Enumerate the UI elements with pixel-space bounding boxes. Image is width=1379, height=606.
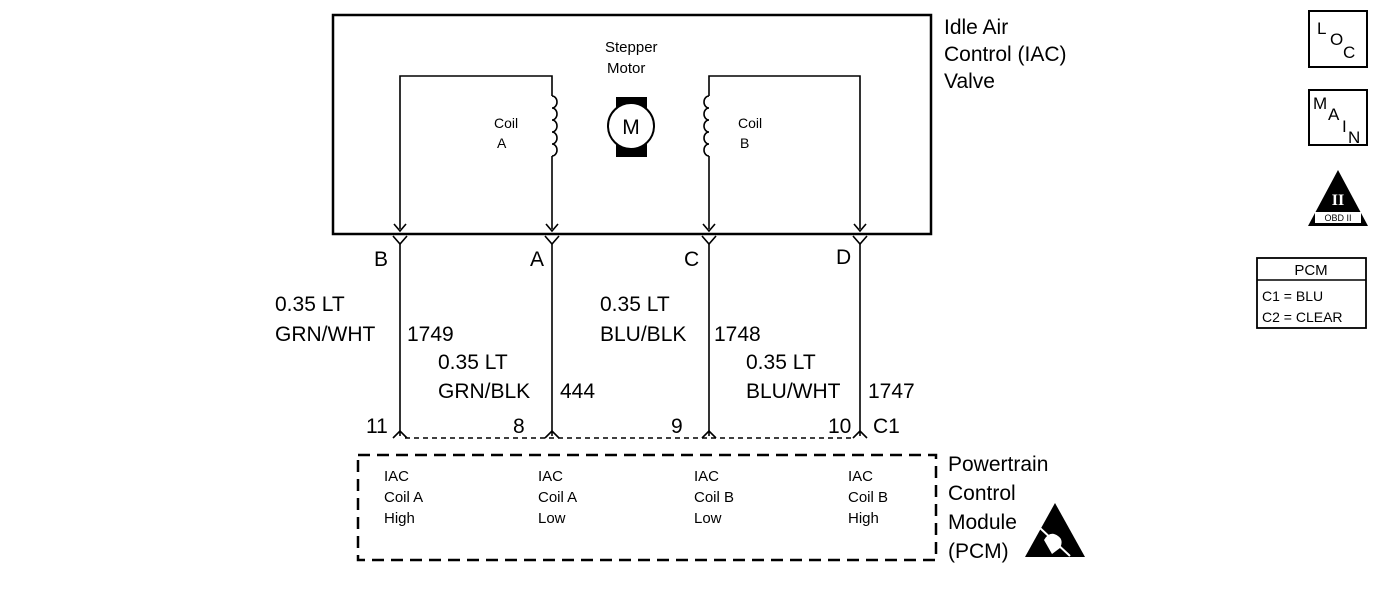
main-letter-i: I [1342,117,1347,136]
obd-ii-triangle-icon[interactable]: II OBD II [1308,170,1368,226]
iac-title-line1: Idle Air [944,16,1008,39]
esd-warning-icon [1025,503,1085,557]
main-button[interactable]: M A I N [1308,89,1368,147]
obd-text: OBD II [1324,213,1351,223]
pcm-title-line4: (PCM) [948,540,1009,563]
loc-letter-l: L [1317,19,1326,38]
pcm-title-line1: Powertrain [948,453,1048,476]
wire-444-size: 0.35 LT [438,351,508,374]
motor-label-line1: Stepper [605,39,658,56]
coil-a-label-line2: A [497,135,507,151]
pcm-term4-line3: High [848,510,879,527]
coil-b-label-line1: Coil [738,115,762,131]
main-letter-n: N [1348,128,1360,147]
loc-letter-c: C [1343,43,1355,62]
cavity-8: 8 [513,415,525,438]
cavity-11: 11 [366,415,388,438]
pcm-term1-line1: IAC [384,468,409,485]
motor-label-line2: Motor [607,60,645,77]
pcm-term2-line1: IAC [538,468,563,485]
iac-valve-box [331,13,933,236]
pcm-title-line2: Control [948,482,1016,505]
wire-1747-circuit: 1747 [868,380,915,403]
harness-wires [399,244,861,436]
pcm-term1-line3: High [384,510,415,527]
pin-arrowheads [393,223,867,233]
pcm-connector-table: PCM C1 = BLU C2 = CLEAR [1256,257,1367,329]
wire-1748-circuit: 1748 [714,323,761,346]
iac-title-line2: Control (IAC) [944,43,1067,66]
cavity-10: 10 [828,415,851,438]
pin-letter-c: C [684,248,699,271]
pcm-title-line3: Module [948,511,1017,534]
motor-symbol: M [622,116,640,139]
loc-letter-o: O [1330,30,1343,49]
pcm-term4-line1: IAC [848,468,873,485]
coil-a-circuit [399,75,558,229]
wire-444-circuit: 444 [560,380,595,403]
wire-1749-size: 0.35 LT [275,293,345,316]
wire-1747-color: BLU/WHT [746,380,841,403]
obd-numeral: II [1332,192,1344,209]
main-letter-m: M [1313,94,1327,113]
pcm-box [356,453,938,562]
pcm-term2-line3: Low [538,510,566,527]
loc-button[interactable]: L O C [1308,10,1368,68]
pcm-term3-line2: Coil B [694,489,734,506]
pcm-table-row2: C2 = CLEAR [1262,309,1343,325]
cavity-9: 9 [671,415,683,438]
coil-b-winding-icon [703,95,710,157]
wire-444-color: GRN/BLK [438,380,530,403]
iac-title-line3: Valve [944,70,995,93]
pcm-connector-chevrons [392,429,868,439]
connector-c1-label: C1 [873,415,900,438]
pcm-term2-line2: Coil A [538,489,577,506]
main-letter-a: A [1328,105,1340,124]
stepper-motor-icon: M [607,97,655,157]
pcm-table-header: PCM [1294,262,1327,279]
coil-a-label-line1: Coil [494,115,518,131]
iac-connector-chevrons [392,235,868,246]
wire-1749-circuit: 1749 [407,323,454,346]
pcm-term4-line2: Coil B [848,489,888,506]
pcm-term1-line2: Coil A [384,489,423,506]
pcm-term3-line3: Low [694,510,722,527]
pin-letter-b: B [374,248,388,271]
pin-letter-a: A [530,248,544,271]
pcm-term3-line1: IAC [694,468,719,485]
wire-1748-size: 0.35 LT [600,293,670,316]
coil-a-winding-icon [551,95,558,157]
wire-1747-size: 0.35 LT [746,351,816,374]
wire-1749-color: GRN/WHT [275,323,375,346]
pcm-table-row1: C1 = BLU [1262,288,1323,304]
wire-1748-color: BLU/BLK [600,323,686,346]
pin-letter-d: D [836,246,851,269]
coil-b-label-line2: B [740,135,749,151]
coil-b-circuit [703,75,861,229]
